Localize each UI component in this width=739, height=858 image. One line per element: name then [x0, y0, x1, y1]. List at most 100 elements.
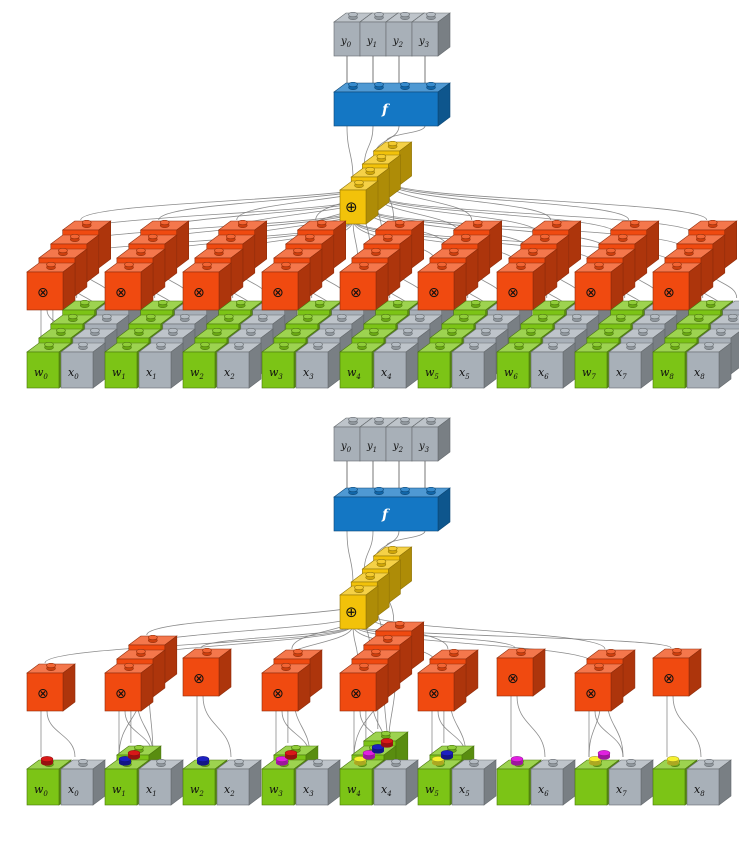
multiplier-brick	[652, 262, 702, 311]
multiplier-brick	[182, 262, 232, 311]
multiplier-input-wire	[516, 695, 546, 758]
adder-multiplier-wire	[44, 624, 354, 664]
multiplier-stack: ⊗	[574, 649, 636, 712]
weight-label-w1: w1	[112, 366, 126, 381]
input-brick	[138, 759, 184, 806]
multiplier-brick	[261, 262, 311, 311]
adder-multiplier-wire	[386, 180, 630, 221]
f-adder-wire	[346, 125, 354, 181]
input-stack: x7	[608, 759, 654, 806]
output-label-y3: y3	[418, 36, 430, 49]
input-brick	[608, 759, 654, 806]
column-1: ⊗ w1 x1	[104, 635, 184, 806]
input-label-x1: x1	[146, 366, 157, 381]
multiplier-stack: ⊗	[339, 220, 425, 311]
input-label-x2: x2	[224, 783, 235, 798]
input-brick	[686, 759, 732, 806]
weight-label-w8: w8	[660, 366, 674, 381]
weight-label-w6: w6	[504, 366, 518, 381]
input-brick	[138, 342, 184, 389]
input-label-x8: x8	[694, 366, 705, 381]
adder-multiplier-wire	[352, 624, 594, 664]
weight-pin	[284, 750, 298, 760]
column-6: ⊗ x6	[496, 648, 576, 806]
input-stack: x5	[451, 759, 497, 806]
output-brick-y3	[411, 417, 451, 462]
multiplier-stack: ⊗	[26, 663, 76, 712]
weight-pin	[362, 750, 376, 760]
output-label-y0: y0	[340, 36, 352, 49]
input-brick	[451, 759, 497, 806]
multiply-icon: ⊗	[507, 671, 519, 687]
input-brick	[451, 342, 497, 389]
input-label-x4: x4	[381, 783, 392, 798]
multiplier-stack: ⊗	[417, 649, 479, 712]
add-icon: ⊕	[345, 603, 358, 621]
column-7: ⊗ x7	[574, 649, 654, 806]
multiply-icon: ⊗	[585, 285, 597, 301]
multiply-icon: ⊗	[585, 686, 597, 702]
input-label-x0: x0	[68, 366, 79, 381]
output-brick-y3	[411, 12, 451, 57]
multiply-icon: ⊗	[350, 285, 362, 301]
multiplier-brick	[339, 663, 389, 712]
input-stack: x8	[686, 300, 739, 389]
adder-multiplier-wire	[386, 180, 708, 221]
multiplier-brick	[26, 262, 76, 311]
weight-pin	[440, 750, 454, 760]
adder-multiplier-wire	[352, 219, 516, 263]
weight-label-w4: w4	[347, 783, 361, 798]
weight-pin	[275, 756, 289, 766]
multiply-icon: ⊗	[663, 285, 675, 301]
input-label-x2: x2	[224, 366, 235, 381]
output-label-y1: y1	[366, 441, 377, 454]
multiplier-brick	[26, 663, 76, 712]
input-brick	[216, 759, 262, 806]
weight-pin	[380, 738, 394, 748]
output-label-y2: y2	[392, 441, 404, 454]
weight-label-w0: w0	[34, 366, 48, 381]
input-label-x3: x3	[303, 366, 314, 381]
input-label-x6: x6	[538, 783, 549, 798]
weight-pin	[371, 744, 385, 754]
multiplier-brick	[182, 648, 232, 697]
multiply-icon: ⊗	[37, 686, 49, 702]
input-stack: x2	[216, 759, 262, 806]
input-stack: x0	[60, 759, 106, 806]
adder-brick	[339, 585, 379, 630]
multiply-icon: ⊗	[428, 686, 440, 702]
function-label: f	[381, 102, 391, 118]
input-brick	[686, 342, 732, 389]
weight-label-w3: w3	[269, 366, 283, 381]
weight-pin	[510, 756, 524, 766]
weight-label-w7: w7	[582, 366, 596, 381]
multiplier-brick	[104, 663, 154, 712]
multiply-icon: ⊗	[350, 686, 362, 702]
output-label-y3: y3	[418, 441, 430, 454]
input-brick	[373, 759, 419, 806]
weight-pin	[127, 750, 141, 760]
weight-pin	[431, 756, 445, 766]
adder-brick	[339, 180, 379, 225]
input-brick	[530, 759, 576, 806]
input-brick	[530, 342, 576, 389]
weight-label-w1: w1	[112, 783, 126, 798]
multiply-icon: ⊗	[115, 285, 127, 301]
weight-pin	[353, 756, 367, 766]
input-label-x3: x3	[303, 783, 314, 798]
multiplier-brick	[652, 648, 702, 697]
input-label-x1: x1	[146, 783, 157, 798]
weight-label-w2: w2	[190, 366, 204, 381]
weight-label-w0: w0	[34, 783, 48, 798]
multiply-icon: ⊗	[272, 285, 284, 301]
multiplier-brick	[574, 663, 624, 712]
column-0: ⊗ w0 x0	[26, 220, 142, 389]
multiply-icon: ⊗	[115, 686, 127, 702]
